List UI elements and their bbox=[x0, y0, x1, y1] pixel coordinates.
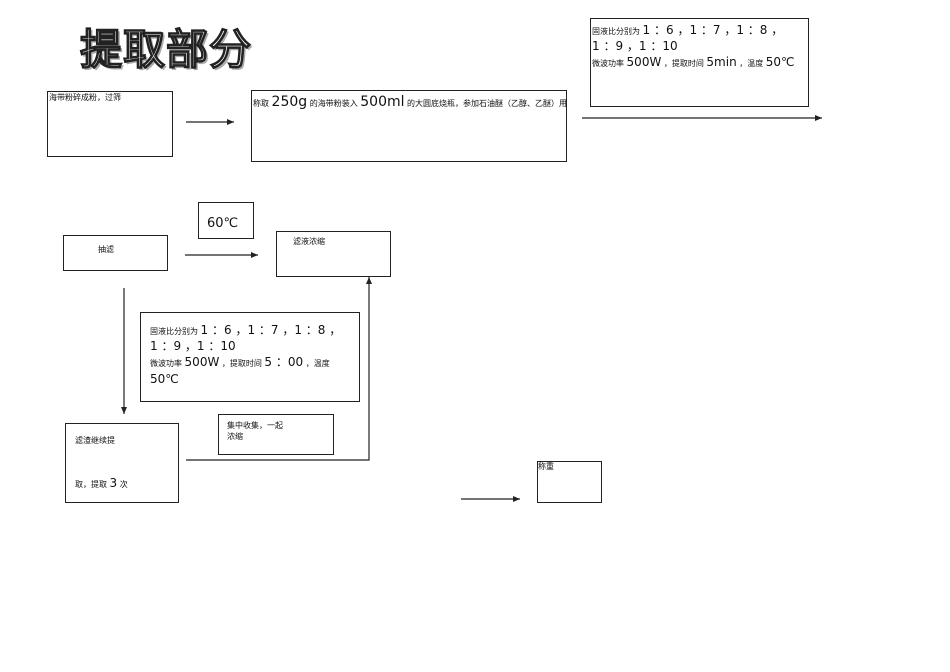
cond2-ratio-pre: 固液比分别为 bbox=[150, 327, 198, 336]
weighing-label: 称重 bbox=[538, 462, 554, 471]
cond2-power: 500W bbox=[184, 355, 220, 370]
cond1-ratio-vals-2: 1 ：9 ，1 ：10 bbox=[592, 39, 678, 54]
cond1-power-pre: 微波功率 bbox=[592, 59, 624, 69]
weigh-post: 的大圆底烧瓶，参加石油醚（乙醇、乙醚）用微波萃 bbox=[407, 99, 567, 108]
cond2-ratio-vals: 1 ：6 ，1 ：7 ，1 ：8 ， bbox=[200, 323, 342, 337]
cond2-temp-pre: ，温度 bbox=[305, 359, 330, 369]
residue-pre: 取，提取 bbox=[75, 479, 107, 489]
page-title: 提取部分 bbox=[79, 24, 253, 74]
cond2-power-pre: 微波功率 bbox=[150, 359, 182, 369]
temp-label: 60℃ bbox=[207, 216, 239, 231]
cond1-power: 500W bbox=[626, 55, 662, 70]
cond1-time-pre: ，提取时间 bbox=[663, 59, 704, 69]
cond2-time-pre: ，提取时间 bbox=[221, 359, 262, 369]
collect-line-2: 浓缩 bbox=[227, 431, 243, 441]
suction-box: 抽滤 bbox=[63, 235, 168, 271]
weigh-amount: 250g bbox=[271, 94, 308, 110]
weigh-box: 称取 250g 的海带粉装入 500ml 的大圆底烧瓶，参加石油醚（乙醇、乙醚）… bbox=[251, 90, 567, 162]
concentrate-label: 滤液浓缩 bbox=[293, 237, 325, 246]
cond2-temp: 50℃ bbox=[150, 371, 179, 386]
weigh-mid: 的海带粉装入 bbox=[309, 99, 358, 108]
cond1-time: 5min bbox=[706, 55, 737, 70]
weigh-flask: 500ml bbox=[360, 94, 405, 110]
cond1-ratio-pre: 固液比分别为 bbox=[592, 27, 640, 36]
suction-label: 抽滤 bbox=[98, 245, 114, 254]
cond1-ratio-vals: 1 ：6 ，1 ：7 ，1 ：8 ， bbox=[642, 23, 784, 37]
weigh-pre: 称取 bbox=[253, 99, 269, 108]
conditions-box-1: 固液比分别为 1 ：6 ，1 ：7 ，1 ：8 ， 1 ：9 ，1 ：10 微波… bbox=[590, 18, 809, 107]
cond1-temp-pre: ，温度 bbox=[739, 59, 764, 69]
concentrate-box: 滤液浓缩 bbox=[276, 231, 391, 277]
residue-count: 3 bbox=[109, 475, 118, 490]
weighing-box: 称重 bbox=[537, 461, 602, 503]
temp-box: 60℃ bbox=[198, 202, 254, 239]
collect-line-1: 集中收集，一起 bbox=[227, 421, 283, 430]
residue-box: 滤渣继续提 取，提取 3 次 bbox=[65, 423, 179, 503]
grind-box: 海带粉碎成粉，过筛 bbox=[47, 91, 173, 157]
residue-post: 次 bbox=[119, 479, 128, 489]
conditions-box-2: 固液比分别为 1 ：6 ，1 ：7 ，1 ：8 ， 1 ：9 ，1 ：10 微波… bbox=[140, 312, 360, 402]
residue-line-1: 滤渣继续提 bbox=[75, 436, 115, 445]
cond2-time: 5 ：00 bbox=[264, 355, 304, 370]
collect-box: 集中收集，一起 浓缩 bbox=[218, 414, 334, 455]
grind-label: 海带粉碎成粉，过筛 bbox=[49, 93, 121, 102]
cond1-temp: 50℃ bbox=[765, 55, 795, 70]
cond2-ratio-vals-2: 1 ：9 ，1 ：10 bbox=[150, 339, 236, 354]
